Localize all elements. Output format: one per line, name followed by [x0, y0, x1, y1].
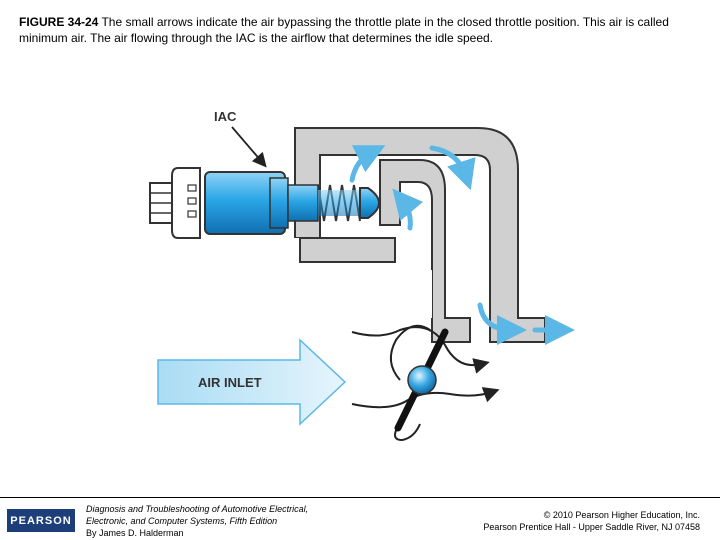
copyright-notice: © 2010 Pearson Higher Education, Inc. Pe… — [483, 509, 700, 533]
book-title-line2: Electronic, and Computer Systems, Fifth … — [86, 516, 278, 526]
throttle-plate — [394, 328, 449, 432]
bypass-airflow-arrows — [349, 145, 575, 345]
throttle-shaft — [407, 365, 437, 395]
air-inlet-label: AIR INLET — [198, 375, 262, 390]
iac-diagram: IAC AIR INLET — [149, 109, 575, 442]
book-author: By James D. Halderman — [86, 528, 184, 538]
iac-label: IAC — [214, 109, 237, 124]
book-title-line1: Diagnosis and Troubleshooting of Automot… — [86, 504, 309, 514]
book-reference: Diagnosis and Troubleshooting of Automot… — [86, 503, 386, 539]
pearson-logo: PEARSON — [7, 509, 75, 532]
figure-label: FIGURE 34-24 — [19, 15, 99, 29]
caption-text: The small arrows indicate the air bypass… — [19, 15, 669, 45]
iac-pointer — [231, 126, 267, 168]
air-inlet-arrow — [157, 338, 347, 426]
copyright-line1: © 2010 Pearson Higher Education, Inc. — [543, 510, 700, 520]
pearson-logo-text: PEARSON — [10, 514, 72, 527]
footer-divider — [0, 497, 720, 498]
copyright-line2: Pearson Prentice Hall - Upper Saddle Riv… — [483, 522, 700, 532]
iac-valve — [149, 167, 380, 239]
figure-caption: FIGURE 34-24 The small arrows indicate t… — [19, 14, 709, 46]
throttle-body-housing — [230, 127, 546, 343]
